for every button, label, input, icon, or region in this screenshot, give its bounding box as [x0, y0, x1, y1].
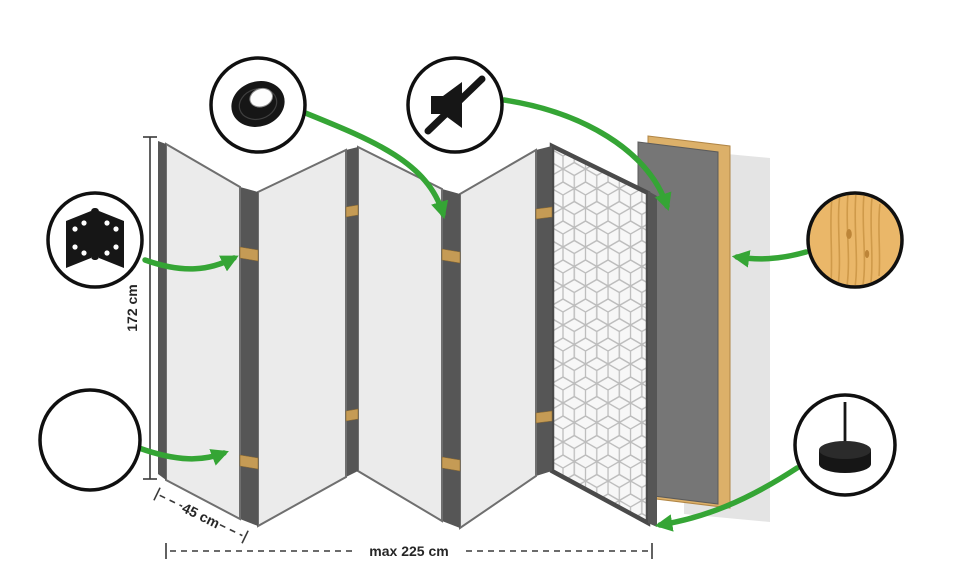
height-dimension-label: 172 cm	[124, 284, 140, 331]
left-outer-edge	[158, 141, 166, 480]
tape-callout	[209, 56, 307, 154]
fold-edge-4	[536, 146, 552, 476]
wood-texture-icon	[830, 195, 881, 285]
height-dimension: 172 cm	[124, 136, 157, 480]
hinge-icon	[66, 208, 124, 268]
arrow-tape-to-fold	[300, 109, 449, 220]
fleece-texture-icon	[38, 388, 142, 492]
foot-callout	[793, 393, 897, 497]
arrow-fleece-to-panel	[136, 445, 229, 466]
arrow-wood-to-frame	[731, 249, 809, 268]
screen-panel-2	[257, 148, 347, 528]
arrow-mute-to-board	[501, 97, 672, 211]
muted-speaker-icon	[424, 75, 486, 135]
patterned-panel	[549, 142, 657, 527]
hinge-callout	[46, 191, 144, 289]
hinge-blocks	[239, 204, 553, 472]
screen-panel-3	[357, 145, 443, 523]
fleece-callout	[38, 388, 142, 492]
total-width-label: max 225 cm	[369, 543, 448, 559]
arrow-foot-to-bottom	[654, 465, 800, 532]
wood-callout	[806, 191, 904, 289]
callout-arrows	[136, 97, 809, 532]
fold-edge-2	[346, 147, 358, 477]
screen-panel-1	[165, 142, 241, 521]
total-width-dimension: max 225 cm	[165, 543, 653, 559]
pin-foot-icon	[819, 402, 871, 473]
fold-edge-1	[240, 187, 258, 526]
patterned-panel-edge	[648, 191, 657, 527]
screen-panel-4	[459, 148, 537, 530]
folding-screen	[158, 141, 552, 530]
tape-roll-icon	[231, 81, 285, 127]
fold-edge-3	[442, 189, 460, 528]
mute-callout	[406, 56, 504, 154]
arrow-hinge-to-fold	[142, 255, 239, 272]
